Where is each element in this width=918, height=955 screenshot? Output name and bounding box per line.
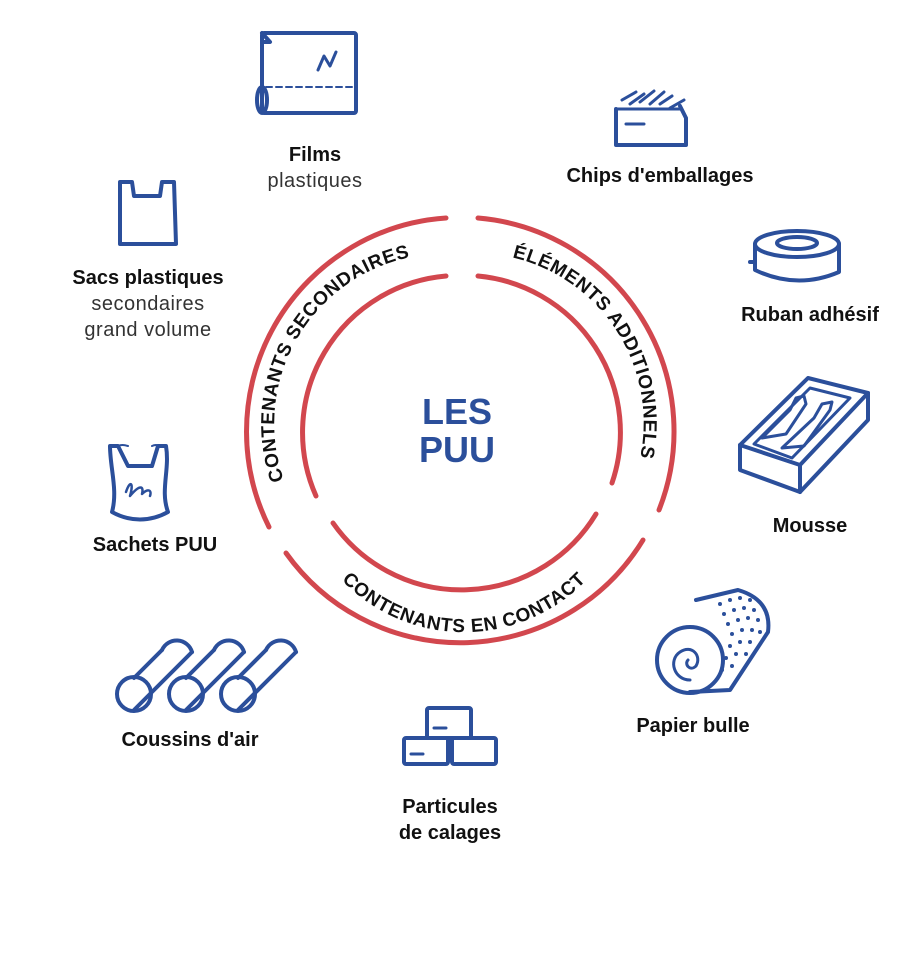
filler-particles-icon xyxy=(402,706,498,766)
label-particules: Particules de calages xyxy=(350,794,550,846)
label-particules-title2: de calages xyxy=(398,822,502,844)
outer-ring-arc-secondaires xyxy=(244,215,449,530)
bubble-wrap-icon xyxy=(655,588,771,695)
inner-ring-arc-bottom xyxy=(330,511,599,593)
label-sachets: Sachets PUU xyxy=(55,532,255,558)
packing-chips-icon xyxy=(614,89,688,147)
label-films-subtitle: plastiques xyxy=(267,170,363,192)
label-ruban: Ruban adhésif xyxy=(700,302,918,328)
label-chips: Chips d'emballages xyxy=(520,163,800,189)
center-title: LES PUU xyxy=(357,393,557,469)
foam-insert-icon xyxy=(738,376,870,494)
label-sacs: Sacs plastiques secondaires grand volume xyxy=(38,265,258,343)
shopping-bag-icon xyxy=(118,180,178,246)
label-mousse: Mousse xyxy=(730,513,890,539)
tape-roll-icon xyxy=(748,229,841,283)
center-title-line1: LES xyxy=(421,391,492,432)
center-title-line2: PUU xyxy=(418,429,495,470)
label-films-title: Films xyxy=(288,144,342,166)
label-coussins-title: Coussins d'air xyxy=(121,729,259,751)
label-mousse-title: Mousse xyxy=(772,515,848,537)
label-papier-bulle: Papier bulle xyxy=(603,713,783,739)
inner-ring-arc-left xyxy=(300,273,449,499)
inner-ring-arc-right xyxy=(475,273,623,486)
outer-ring-arc-additionnels xyxy=(475,215,677,513)
inner-ring xyxy=(300,273,623,593)
film-roll-icon xyxy=(255,31,358,115)
label-sacs-subtitle: secondaires xyxy=(91,293,205,315)
outer-ring xyxy=(244,215,677,646)
label-papier-bulle-title: Papier bulle xyxy=(636,715,750,737)
label-sacs-title: Sacs plastiques xyxy=(72,267,224,289)
plastic-pouch-icon xyxy=(108,444,170,522)
label-chips-title: Chips d'emballages xyxy=(566,165,754,187)
air-cushions-icon xyxy=(115,638,298,713)
outer-ring-arc-contact xyxy=(283,537,646,646)
label-particules-title: Particules xyxy=(402,796,498,818)
label-sacs-subtitle2: grand volume xyxy=(84,319,212,341)
label-films: Films plastiques xyxy=(215,142,415,194)
label-ruban-title: Ruban adhésif xyxy=(741,304,879,326)
label-coussins: Coussins d'air xyxy=(90,727,290,753)
label-sachets-title: Sachets PUU xyxy=(92,534,218,556)
